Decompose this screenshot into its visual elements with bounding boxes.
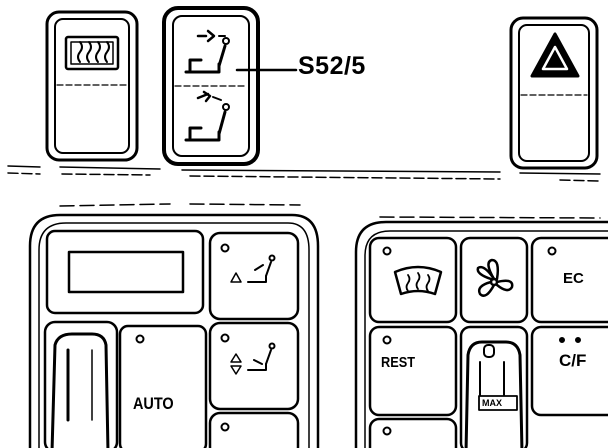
auto-button-label: AUTO xyxy=(133,394,174,413)
windshield-defrost-icon xyxy=(393,265,443,296)
rear-defrost-switch[interactable] xyxy=(45,10,139,162)
auto-button[interactable] xyxy=(118,324,208,448)
cf-button-label: C/F xyxy=(559,351,587,370)
blower-roller[interactable] xyxy=(459,325,529,448)
right-climate-panel xyxy=(354,220,608,448)
fan-icon xyxy=(476,258,514,297)
rest-button[interactable] xyxy=(368,325,458,417)
seat-adjust-switch[interactable] xyxy=(162,6,260,166)
windshield-defrost-button[interactable] xyxy=(368,236,458,324)
max-label: MAX xyxy=(482,398,502,408)
seat-recline-icon xyxy=(184,90,230,142)
temperature-roller[interactable] xyxy=(43,320,119,448)
seat-forward-icon xyxy=(184,29,230,74)
rest-button-label: REST xyxy=(381,354,416,371)
bottom-right-button[interactable] xyxy=(208,411,300,448)
fan-button[interactable] xyxy=(459,236,529,324)
cf-button[interactable] xyxy=(530,325,608,417)
upper-air-button[interactable] xyxy=(208,231,300,321)
lower-air-button[interactable] xyxy=(208,321,300,411)
hazard-triangle-icon xyxy=(530,32,580,78)
airflow-lower-icon xyxy=(247,342,276,371)
rear-defrost-icon xyxy=(64,35,120,71)
hazard-switch[interactable] xyxy=(509,16,599,170)
temperature-display xyxy=(45,229,205,315)
left-climate-panel xyxy=(28,213,320,448)
ec-button[interactable] xyxy=(530,236,608,324)
bottom-left-right-button[interactable] xyxy=(368,417,458,448)
airflow-upper-icon xyxy=(247,254,276,283)
up-arrow-icon xyxy=(230,272,242,283)
ec-button-label: EC xyxy=(563,270,584,287)
callout-label-s52-5: S52/5 xyxy=(298,52,366,80)
dash-trim-lines xyxy=(7,165,601,219)
up-down-arrow-icon xyxy=(230,353,242,375)
